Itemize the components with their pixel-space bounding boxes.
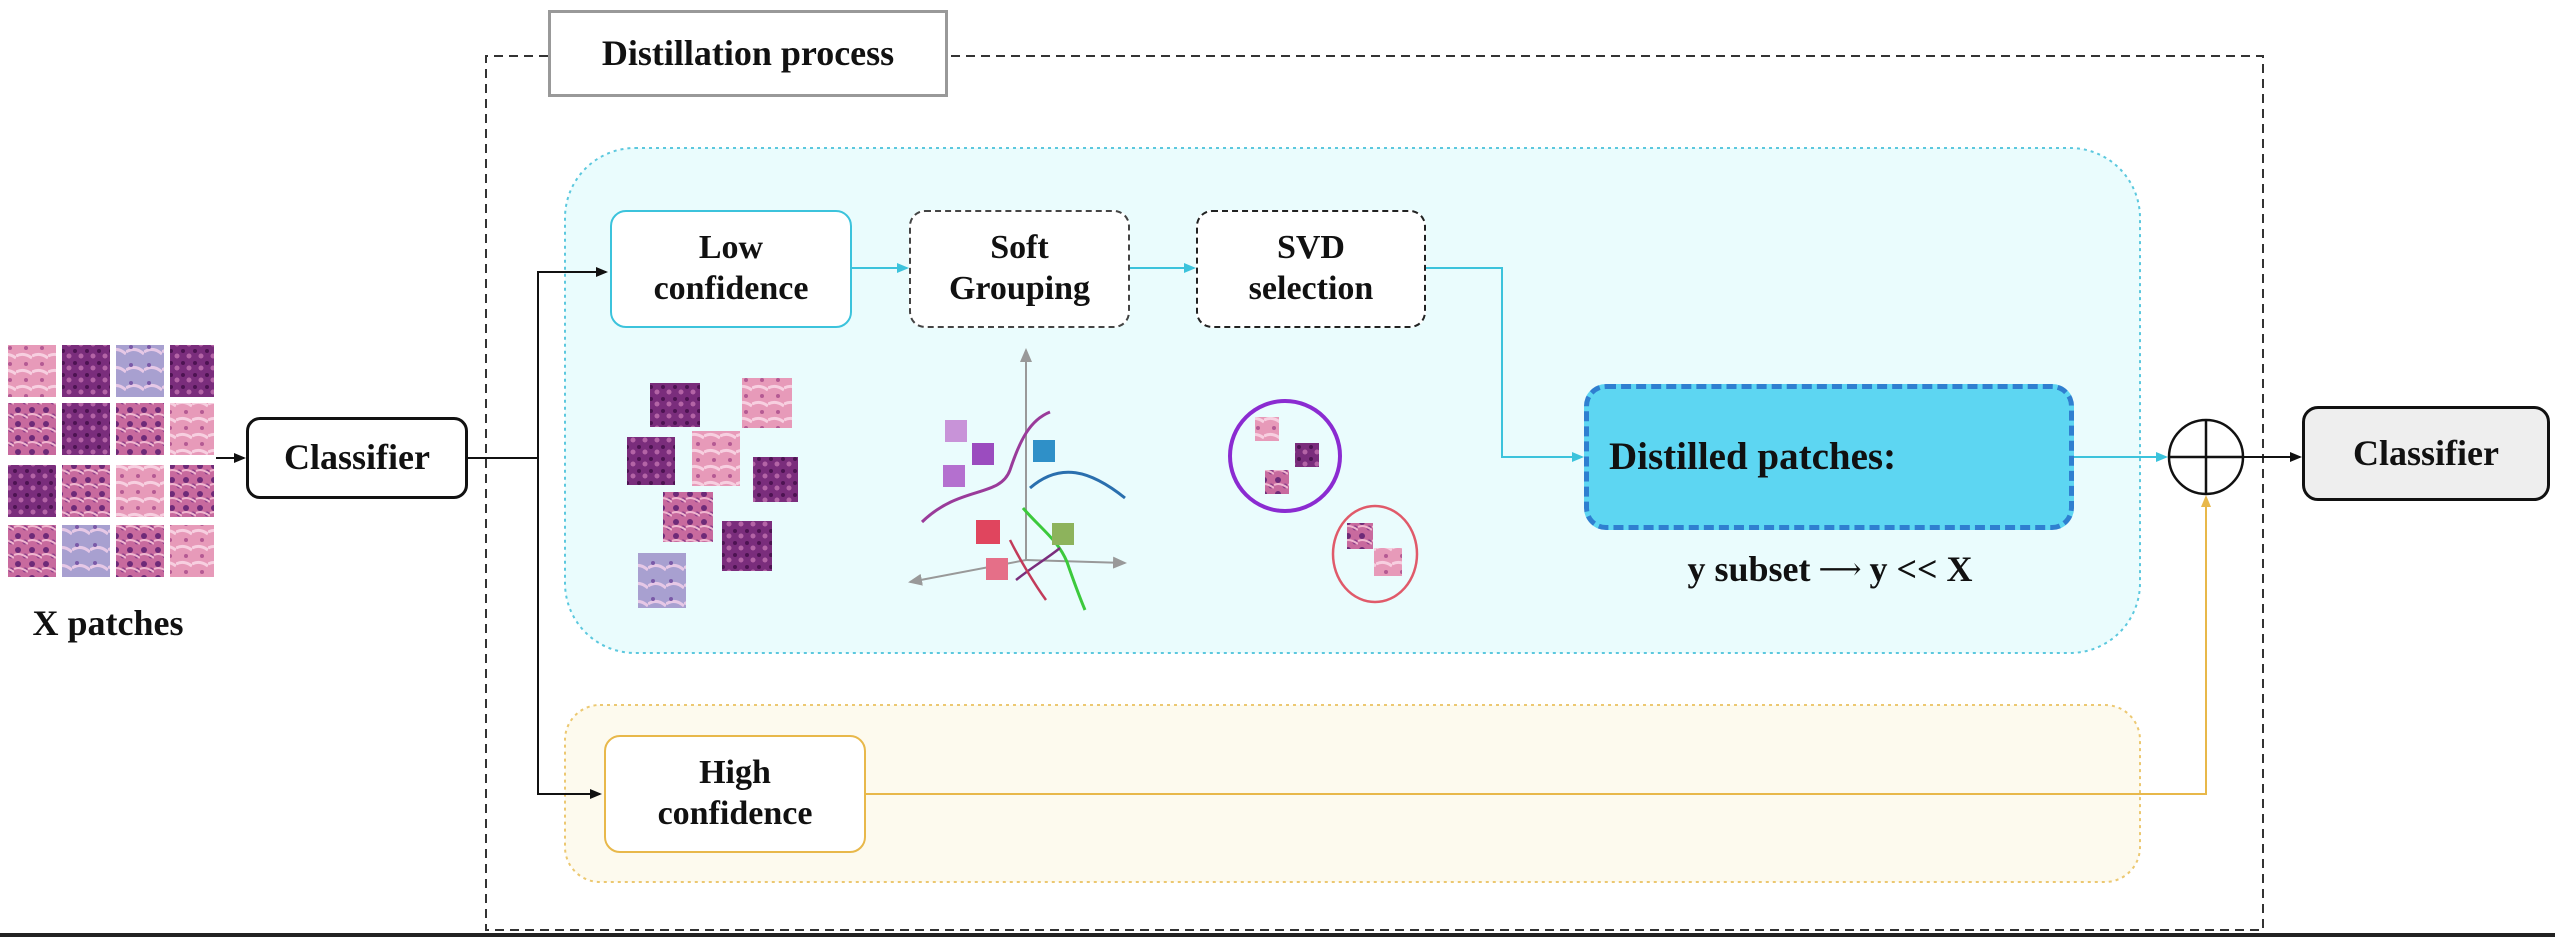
bottom-rule (0, 933, 2555, 937)
subset-note-left: y subset (1687, 549, 1811, 590)
distillation-process-title: Distillation process (548, 10, 948, 97)
distilled-patches-box: Distilled patches: (1584, 384, 2074, 530)
x-patches-caption: X patches (32, 603, 184, 644)
distilled-patches-label: Distilled patches: (1609, 434, 1897, 478)
distillation-frame (485, 55, 2264, 931)
x-patches-grid (8, 345, 214, 577)
svd-clusters (1228, 399, 1419, 604)
soft-grouping-plot (908, 348, 1127, 611)
arrow-svd-to-distilled (1426, 267, 1584, 462)
arrow-to-high-confidence (537, 458, 602, 799)
high-confidence-box: High confidence (604, 735, 866, 853)
arrow-high-to-sum (866, 495, 2211, 795)
subset-note-arrow: ⟶ (1818, 553, 1862, 586)
soft-grouping-box: Soft Grouping (909, 210, 1130, 328)
subset-note-right: y << X (1869, 549, 1973, 590)
low-confidence-patches (627, 378, 798, 608)
arrow-to-low-confidence (537, 267, 608, 458)
classifier-left: Classifier (246, 417, 468, 499)
svd-selection-box: SVD selection (1196, 210, 1426, 328)
low-confidence-box: Low confidence (610, 210, 852, 328)
classifier-right: Classifier (2302, 406, 2550, 501)
subset-note: y subset ⟶ y << X (1650, 542, 2010, 598)
sum-node (2167, 418, 2245, 496)
